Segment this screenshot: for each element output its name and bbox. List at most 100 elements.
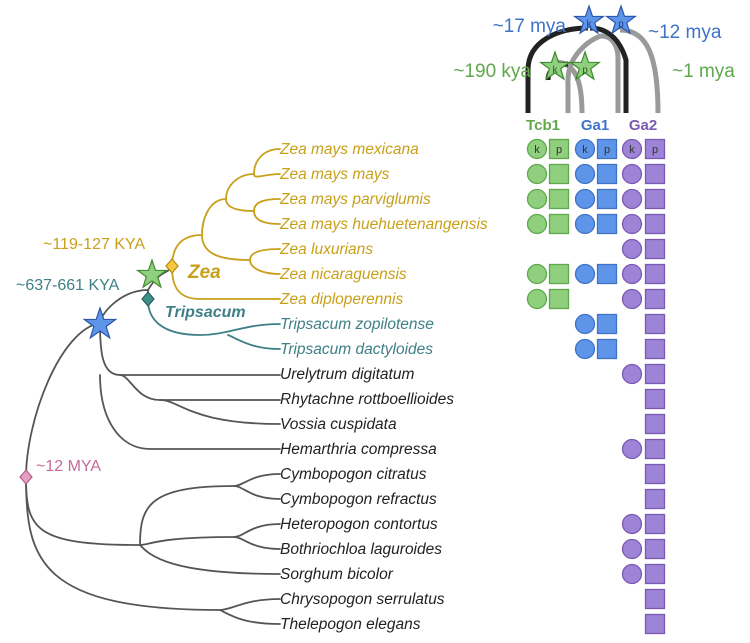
presence-square [548,138,570,160]
presence-square [644,388,666,410]
presence-square [548,263,570,285]
taxon-label: Zea mays parviglumis [279,191,431,208]
arc-tcb1-k [525,25,589,113]
presence-circle [621,438,643,460]
taxon-label: Thelepogon elegans [280,616,421,633]
zea-node-label: ~119-127 KYA [43,236,145,253]
presence-circle [574,138,596,160]
presence-circle [621,563,643,585]
presence-square [644,338,666,360]
taxon-label: Sorghum bicolor [280,566,394,583]
presence-circle [621,513,643,535]
presence-circle [621,138,643,160]
presence-circle [621,263,643,285]
presence-circle [621,238,643,260]
taxon-label: Tripsacum dactyloides [280,341,433,358]
presence-circle [574,213,596,235]
presence-square [644,538,666,560]
presence-square [596,313,618,335]
presence-square [644,513,666,535]
matrix-key-letter: k [582,144,588,156]
star-1mya [568,50,602,81]
taxon-label: Zea mays huehuetenangensis [279,216,488,233]
tripsacum-node-diamond [141,291,155,307]
presence-square [644,138,666,160]
label-190kya: ~190 kya [453,61,531,82]
taxon-label: Cymbopogon refractus [280,491,437,508]
star-1mya-letter: p [582,65,588,76]
star-12mya [604,4,638,35]
tripsacum-node-label: ~637-661 KYA [16,277,120,294]
clade-label-zea: Zea [187,262,221,283]
presence-circle [621,538,643,560]
presence-circle [574,263,596,285]
presence-circle [526,138,548,160]
arc-ga1-p [565,33,621,113]
presence-square [644,588,666,610]
presence-circle [574,338,596,360]
presence-square [644,188,666,210]
presence-square [644,238,666,260]
zea-node-star [135,258,169,289]
matrix-key-letter: k [629,144,635,156]
presence-circle [621,163,643,185]
presence-square [644,413,666,435]
taxon-label: Hemarthria compressa [280,441,437,458]
presence-circle [574,188,596,210]
presence-circle [621,288,643,310]
matrix-key-letter: k [534,144,540,156]
presence-square [548,288,570,310]
zea-node-diamond [165,258,179,274]
presence-circle [621,363,643,385]
presence-square [596,138,618,160]
taxon-label: Zea nicaraguensis [279,266,407,283]
star-12mya-letter: p [618,19,624,30]
presence-square [644,488,666,510]
presence-square [644,288,666,310]
presence-square [644,213,666,235]
label-12mya: ~12 mya [648,22,722,43]
header-tcb1: Tcb1 [526,117,560,134]
root-node-diamond [19,469,33,485]
taxon-label: Bothriochloa laguroides [280,541,442,558]
taxon-label: Cymbopogon citratus [280,466,427,483]
label-17mya: ~17 mya [493,16,567,37]
presence-square [548,188,570,210]
taxon-label: Heteropogon contortus [280,516,438,533]
taxon-label: Chrysopogon serrulatus [280,591,445,608]
presence-square [596,213,618,235]
clade-label-tripsacum: Tripsacum [165,304,246,321]
star-17mya-letter: k [587,19,593,30]
presence-square [644,263,666,285]
taxon-label: Zea luxurians [279,241,373,258]
zea-branches [171,148,281,300]
presence-square [596,338,618,360]
tripsacum-node-star [82,306,118,340]
star-190kya-letter: k [553,65,559,76]
taxon-label: Tripsacum zopilotense [280,316,434,333]
presence-circle [526,163,548,185]
presence-circle [574,163,596,185]
matrix-key-letter: p [604,144,610,156]
root-node-label: ~12 MYA [36,458,101,475]
matrix-key-letter: p [556,144,562,156]
presence-square [644,438,666,460]
taxon-label: Zea mays mays [279,166,390,183]
header-ga2: Ga2 [629,117,657,134]
presence-circle [526,288,548,310]
star-190kya [538,50,572,81]
presence-square [644,463,666,485]
star-17mya [572,4,606,35]
presence-square [548,213,570,235]
presence-circle [621,188,643,210]
presence-square [596,188,618,210]
presence-square [596,263,618,285]
presence-square [596,163,618,185]
presence-circle [526,213,548,235]
presence-square [644,313,666,335]
presence-square [644,563,666,585]
matrix-key-letter: p [652,144,658,156]
